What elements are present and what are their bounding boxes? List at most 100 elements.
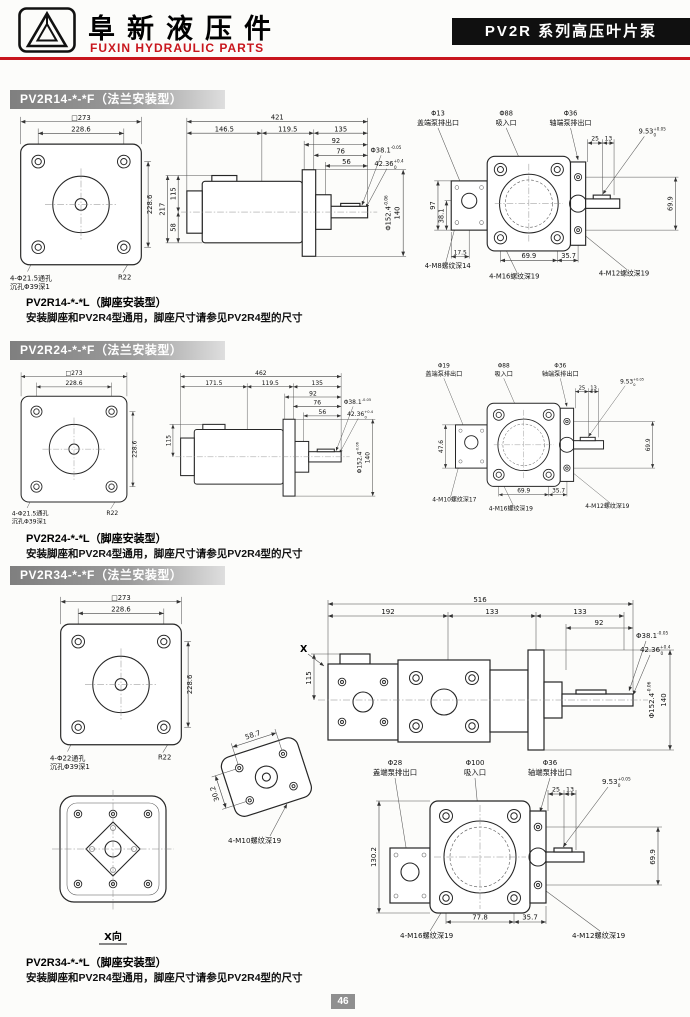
dim-92: 92 xyxy=(309,390,317,397)
dim-seg3: 135 xyxy=(312,380,324,387)
dim-35-7: 35.7 xyxy=(552,489,565,495)
company-logo xyxy=(18,7,76,53)
section-banner-pv2r34: PV2R34-*-*F（法兰安装型） xyxy=(10,566,225,585)
dim-58: 58 xyxy=(169,223,177,232)
port3-label: 轴端泵排出口 xyxy=(550,118,592,127)
dim-bolt-spacing-v: 228.6 xyxy=(131,440,138,457)
dim-shaft-dia: Φ38.1-0.05 xyxy=(636,631,668,641)
port1-label: 盖端泵排出口 xyxy=(425,370,462,378)
page-number: 46 xyxy=(331,994,355,1009)
dim-bolt-spacing-v: 228.6 xyxy=(146,195,154,214)
thread-label-c: 4-M12螺纹深19 xyxy=(585,502,629,510)
dim-corner-radius: R22 xyxy=(106,510,118,517)
flange-front-view-pv2r34: □273 228.6 228.6 R22 4-Φ22通孔 沉孔Φ39深1 xyxy=(50,594,194,771)
x-direction-view-pv2r34: X向 xyxy=(52,790,174,945)
port2-label: 吸入口 xyxy=(464,768,486,777)
dim-77-8: 77.8 xyxy=(472,914,488,922)
dim-lines xyxy=(442,378,656,507)
dim-35-7: 35.7 xyxy=(561,252,576,260)
dim-left-130-2: 130.2 xyxy=(370,847,378,867)
dim-bolt-spacing-v: 228.6 xyxy=(186,675,194,694)
dim-25: 25 xyxy=(591,136,599,143)
foot-mount-model-pv2r24: PV2R24-*-*L（脚座安装型） xyxy=(26,533,167,545)
dim-35-7: 35.7 xyxy=(522,914,538,922)
dim-115: 115 xyxy=(305,671,313,684)
port-view-pv2r14: Φ13 盖端泵排出口 Φ88 吸入口 Φ36 轴端泵排出口 25 13 9.5 xyxy=(417,110,679,280)
port3-label: 轴端泵排出口 xyxy=(528,768,572,777)
dim-seg1: 192 xyxy=(381,608,394,616)
thread-label-c: 4-M12螺纹深19 xyxy=(599,269,649,278)
thread-label-c: 4-M12螺纹深19 xyxy=(572,931,626,940)
flange-body xyxy=(20,395,128,503)
port2-dia: Φ88 xyxy=(499,110,513,118)
pump-body xyxy=(175,418,350,497)
label-mount-holes-2: 沉孔Φ39深1 xyxy=(12,517,47,525)
dim-seg2: 119.5 xyxy=(262,380,279,387)
dim-flange-height: 140 xyxy=(364,452,371,464)
dim-76: 76 xyxy=(313,400,321,407)
foot-mount-note-pv2r34: 安装脚座和PV2R4型通用，脚座尺寸请参见PV2R4型的尺寸 xyxy=(26,972,303,984)
x-view-label: X向 xyxy=(104,930,122,943)
dim-56: 56 xyxy=(319,409,327,416)
dim-56: 56 xyxy=(342,158,351,166)
dim-left-97: 97 xyxy=(429,201,437,209)
dim-25: 25 xyxy=(552,787,560,794)
foot-mount-note-pv2r14: 安装脚座和PV2R4型通用，脚座尺寸请参见PV2R4型的尺寸 xyxy=(26,312,303,324)
dim-25: 25 xyxy=(579,386,586,392)
dim-17-5: 17.5 xyxy=(454,249,467,256)
dim-seg3: 133 xyxy=(573,608,586,616)
dim-outer-width: □273 xyxy=(65,370,82,377)
section-banner-pv2r24: PV2R24-*-*F（法兰安装型） xyxy=(10,341,225,360)
aux-thread-label: 4-M10螺纹深19 xyxy=(228,836,282,845)
dim-pilot-dia: Φ152.4-0.06 xyxy=(356,441,364,473)
dim-pilot-dia: Φ152.4-0.06 xyxy=(647,681,657,718)
port1-label: 盖端泵排出口 xyxy=(417,118,459,127)
dim-115: 115 xyxy=(165,435,172,447)
dim-lines xyxy=(376,777,662,932)
dim-lines xyxy=(169,373,376,497)
dim-bolt-spacing-h: 228.6 xyxy=(111,605,130,613)
dim-flange-height: 140 xyxy=(660,693,668,706)
port2-dia: Φ100 xyxy=(466,759,485,767)
dim-right-69-9: 69.9 xyxy=(649,849,657,865)
thread-label-a: 4-M8螺纹深14 xyxy=(425,261,471,270)
dim-total-length: 421 xyxy=(271,114,284,122)
pump-body xyxy=(181,169,378,257)
port1-dia: Φ19 xyxy=(438,363,450,369)
x-view-marker: X xyxy=(300,644,308,655)
dim-total-length: 462 xyxy=(255,370,267,377)
x-view-body xyxy=(52,790,174,910)
dim-13: 13 xyxy=(590,386,597,392)
dim-pilot-dia: Φ152.4-0.06 xyxy=(383,195,392,231)
dim-right-69-9: 69.9 xyxy=(667,196,675,211)
flange-front-view-pv2r24: □273 228.6 228.6 R22 4-Φ21.5通孔 沉孔Φ39深1 xyxy=(12,370,138,525)
label-mount-holes-1: 4-Φ21.5通孔 xyxy=(12,510,49,518)
foot-mount-note-pv2r24: 安装脚座和PV2R4型通用，脚座尺寸请参见PV2R4型的尺寸 xyxy=(26,548,303,560)
side-view-pv2r24: 462 171.5 119.5 135 92 76 56 115 Φ38.1-0… xyxy=(165,370,376,497)
dim-217: 217 xyxy=(159,203,167,216)
foot-mount-model-pv2r14: PV2R14-*-*L（脚座安装型） xyxy=(26,297,167,309)
dim-58-7: 58.7 xyxy=(244,729,261,741)
flange-front-view-pv2r14: □273 228.6 228.6 R22 4-Φ21.5通孔 沉孔Φ39深1 xyxy=(10,114,154,291)
dim-13: 13 xyxy=(605,136,613,143)
port3-label: 轴端泵排出口 xyxy=(542,370,579,378)
dim-flange-height: 140 xyxy=(393,207,401,220)
dim-seg1: 171.5 xyxy=(205,380,222,387)
dim-corner-radius: R22 xyxy=(118,273,131,281)
port1-dia: Φ13 xyxy=(431,110,445,118)
series-title-badge: PV2R 系列高压叶片泵 xyxy=(452,18,690,45)
thread-label-b: 4-M16螺纹深19 xyxy=(489,271,539,280)
aux-flange-body: 58.7 30.2 xyxy=(209,729,313,817)
dim-92: 92 xyxy=(595,619,604,627)
foot-mount-model-pv2r34: PV2R34-*-*L（脚座安装型） xyxy=(26,957,167,969)
port2-label: 吸入口 xyxy=(495,371,513,378)
dim-69-9: 69.9 xyxy=(521,252,536,260)
port2-dia: Φ88 xyxy=(498,363,510,369)
pump-rear-body xyxy=(389,800,585,914)
dim-shaft-dia: Φ38.1-0.05 xyxy=(344,398,371,406)
dim-seg2: 133 xyxy=(485,608,498,616)
dim-total-length: 516 xyxy=(473,596,487,604)
